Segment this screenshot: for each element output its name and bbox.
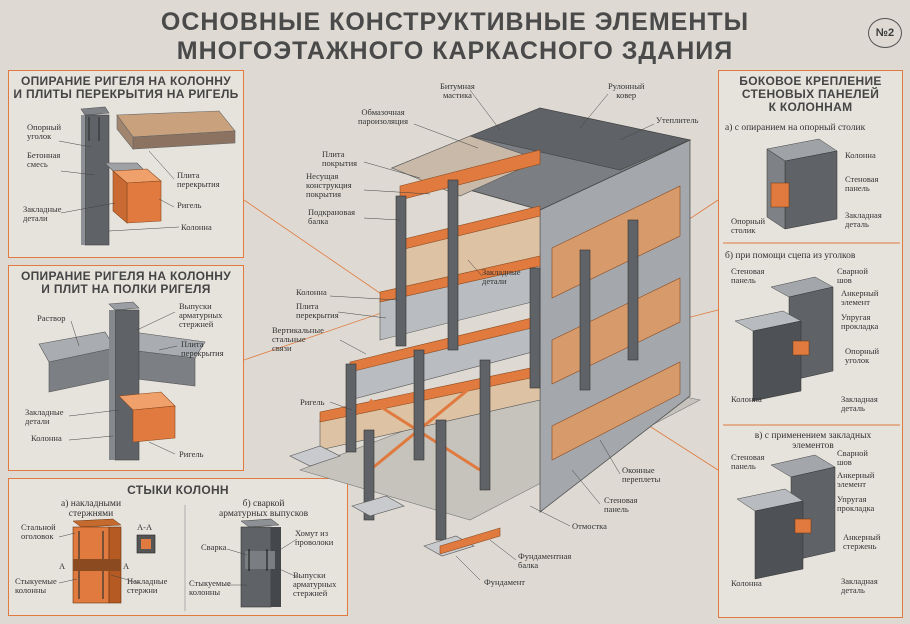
label-support-corner: Опорный уголок <box>27 122 61 141</box>
label-mortar: Раствор <box>37 313 66 323</box>
label-mark-a1: А <box>59 561 66 571</box>
label-concrete-mix: Бетонная смесь <box>27 150 61 169</box>
label-b-embedded: Закладная деталь <box>841 394 878 413</box>
panel-rigel-shelves-title: ОПИРАНИЕ РИГЕЛЯ НА КОЛОННУ И ПЛИТ НА ПОЛ… <box>20 269 232 296</box>
label-b-gasket: Упругая прокладка <box>841 312 879 331</box>
label-overlay-rods: Накладные стержни <box>127 576 168 595</box>
label-c-wall-panel: Стеновая панель <box>731 452 765 471</box>
label-b-weld: Сварной шов <box>837 266 868 285</box>
label-rigel: Ригель <box>177 200 202 210</box>
label-embedded-details: Закладные детали <box>23 204 62 223</box>
label-a-support-table: Опорный столик <box>731 216 765 235</box>
label-steel-cap: Стальной оголовок <box>21 522 56 541</box>
label-embedded-parts: Закладные детали <box>482 267 521 286</box>
label-column-2: Колонна <box>31 433 62 443</box>
rigel-shelves-drawing <box>38 301 206 461</box>
label-insulation: Утеплитель <box>656 115 699 125</box>
label-roof-structure: Несущая конструкция покрытия <box>306 171 352 199</box>
label-window-frames: Оконные переплеты <box>622 465 661 484</box>
label-b-wall-panel: Стеновая панель <box>731 266 765 285</box>
label-rebar-outlets-b: Выпуски арматурных стержней <box>293 570 337 598</box>
label-roof-slab: Плита покрытия <box>322 149 358 168</box>
label-floor-slab-2: Плита перекрытия <box>181 339 224 358</box>
label-b-column: Колонна <box>731 394 762 404</box>
label-wire-clamp: Хомут из проволоки <box>295 528 334 547</box>
side-fastening-drawing <box>723 138 900 580</box>
label-blind-area: Отмостка <box>572 521 607 531</box>
label-bitumen: Битумная мастика <box>440 81 475 100</box>
label-rebar-outlets: Выпуски арматурных стержней <box>179 301 223 329</box>
label-vertical-bracing: Вертикальные стальные связи <box>272 325 324 353</box>
panel-side-fastening: БОКОВОЕ КРЕПЛЕНИЕ СТЕНОВЫХ ПАНЕЛЕЙ К КОЛ… <box>718 70 903 618</box>
label-a-wall-panel: Стеновая панель <box>845 174 879 193</box>
label-wall-panel-main: Стеновая панель <box>604 495 638 514</box>
title-line-1: ОСНОВНЫЕ КОНСТРУКТИВНЫЕ ЭЛЕМЕНТЫ <box>160 8 750 36</box>
label-c-embedded: Закладная деталь <box>841 576 878 595</box>
panel-rigel-on-column-title: ОПИРАНИЕ РИГЕЛЯ НА КОЛОННУ И ПЛИТЫ ПЕРЕК… <box>13 74 239 101</box>
panel-side-fastening-title: БОКОВОЕ КРЕПЛЕНИЕ СТЕНОВЫХ ПАНЕЛЕЙ К КОЛ… <box>739 74 882 114</box>
label-c-column: Колонна <box>731 578 762 588</box>
column-joints-drawing <box>58 505 298 611</box>
label-welding: Сварка <box>201 542 227 552</box>
label-a-embedded: Закладная деталь <box>845 210 882 229</box>
panel-rigel-shelves: ОПИРАНИЕ РИГЕЛЯ НА КОЛОННУ И ПЛИТ НА ПОЛ… <box>8 265 244 471</box>
panel-column-joints-title: СТЫКИ КОЛОНН <box>127 483 229 497</box>
poster-title: ОСНОВНЫЕ КОНСТРУКТИВНЫЕ ЭЛЕМЕНТЫ МНОГОЭТ… <box>0 8 910 66</box>
label-embedded-details-2: Закладные детали <box>25 407 64 426</box>
label-column: Колонна <box>181 222 212 232</box>
fastening-subtitle-c: в) с применением закладных элементов <box>754 431 872 451</box>
label-floor-slab-main: Плита перекрытия <box>296 301 339 320</box>
label-a-column: Колонна <box>845 150 876 160</box>
label-c-anchor-rod: Анкерный стержень <box>843 532 881 551</box>
label-roll-roof: Рулонный ковер <box>608 81 645 100</box>
label-b-anchor: Анкерный элемент <box>841 288 879 307</box>
joints-subtitle-b: б) сваркой арматурных выпусков <box>219 499 309 519</box>
fastening-subtitle-b: б) при помощи сцепа из уголков <box>725 251 856 261</box>
plate-number-badge: №2 <box>868 18 902 48</box>
label-c-anchor: Анкерный элемент <box>837 470 875 489</box>
label-crane-beam: Подкрановая балка <box>308 207 356 226</box>
panel-column-joints: СТЫКИ КОЛОНН а) накладными стержнями б) … <box>8 478 348 616</box>
rigel-on-column-drawing <box>58 106 236 246</box>
label-foundation: Фундамент <box>484 577 526 587</box>
joints-subtitle-a: а) накладными стержнями <box>61 499 122 519</box>
label-joined-columns-a: Стыкуемые колонны <box>15 576 57 595</box>
label-b-corner: Опорный уголок <box>845 346 879 365</box>
label-vapor-barrier: Обмазочная пароизоляция <box>358 107 408 126</box>
label-rigel-2: Ригель <box>179 449 204 459</box>
title-line-2: МНОГОЭТАЖНОГО КАРКАСНОГО ЗДАНИЯ <box>176 37 734 65</box>
label-mark-a2: А <box>123 561 130 571</box>
label-c-gasket: Упругая прокладка <box>837 494 875 513</box>
label-floor-slab: Плита перекрытия <box>177 170 220 189</box>
label-column-main: Колонна <box>296 287 327 297</box>
fastening-subtitle-a: а) с опиранием на опорный столик <box>725 123 866 133</box>
label-c-weld: Сварной шов <box>837 448 868 467</box>
panel-rigel-on-column: ОПИРАНИЕ РИГЕЛЯ НА КОЛОННУ И ПЛИТЫ ПЕРЕК… <box>8 70 244 258</box>
label-section-aa: А-А <box>137 522 153 532</box>
label-rigel-main: Ригель <box>300 397 325 407</box>
label-foundation-beam: Фундаментная балка <box>518 551 572 570</box>
label-joined-columns-b: Стыкуемые колонны <box>189 578 231 597</box>
